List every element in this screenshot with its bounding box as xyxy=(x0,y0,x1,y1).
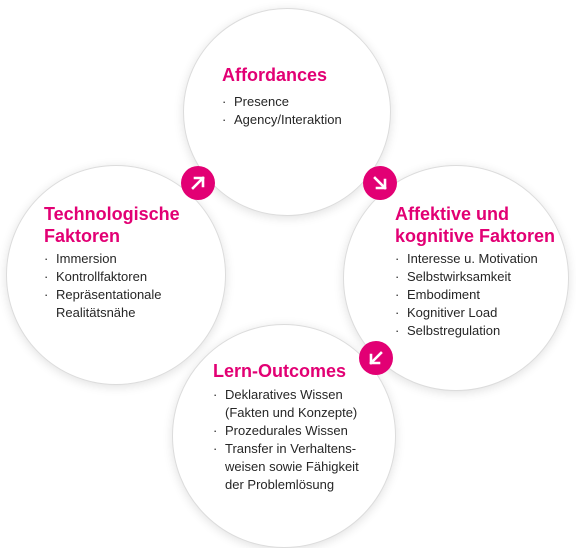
arrow-up-right-glyph xyxy=(191,176,205,190)
affordances-list: ·Presence ·Agency/Interaktion xyxy=(222,93,342,129)
affordances-title: Affordances xyxy=(222,65,328,85)
node-affordances-circle xyxy=(183,8,391,216)
list-item: ·Prozedurales Wissen xyxy=(213,423,348,438)
arrow-down-left-icon xyxy=(359,341,393,375)
arrow-down-right-glyph xyxy=(373,176,387,190)
list-item: ·Deklaratives Wissen(Fakten und Konzepte… xyxy=(213,387,358,420)
list-item: ·Selbstregulation xyxy=(395,323,501,338)
list-item: ·Selbstwirksamkeit xyxy=(395,269,512,284)
list-item: ·Interesse u. Motivation xyxy=(395,251,538,266)
node-lern-outcomes-circle xyxy=(172,324,396,548)
lern-outcomes-title: Lern-Outcomes xyxy=(213,361,347,381)
affektive-kognitive-faktoren-list: ·Interesse u. Motivation ·Selbstwirksamk… xyxy=(395,250,538,340)
list-item: ·Agency/Interaktion xyxy=(222,112,342,127)
lern-outcomes-list: ·Deklaratives Wissen(Fakten und Konzepte… xyxy=(213,386,359,494)
list-item: ·Presence xyxy=(222,94,289,109)
list-item: ·Kontrollfaktoren xyxy=(44,269,148,284)
arrow-down-right-icon xyxy=(363,166,397,200)
technologische-faktoren-title: Technologische Faktoren xyxy=(44,204,180,246)
arrow-up-right-icon xyxy=(181,166,215,200)
list-item: ·Embodiment xyxy=(395,287,480,302)
technologische-faktoren-list: ·Immersion ·Kontrollfaktoren ·Repräsenta… xyxy=(44,250,162,322)
list-item: ·Kognitiver Load xyxy=(395,305,498,320)
node-technologische-faktoren-circle xyxy=(6,165,226,385)
list-item: ·Transfer in Verhaltens-weisen sowie Fäh… xyxy=(213,441,359,492)
affektive-kognitive-faktoren-title: Affektive und kognitive Faktoren xyxy=(395,204,556,246)
list-item: ·Immersion xyxy=(44,251,117,266)
arrow-down-left-glyph xyxy=(369,351,383,365)
